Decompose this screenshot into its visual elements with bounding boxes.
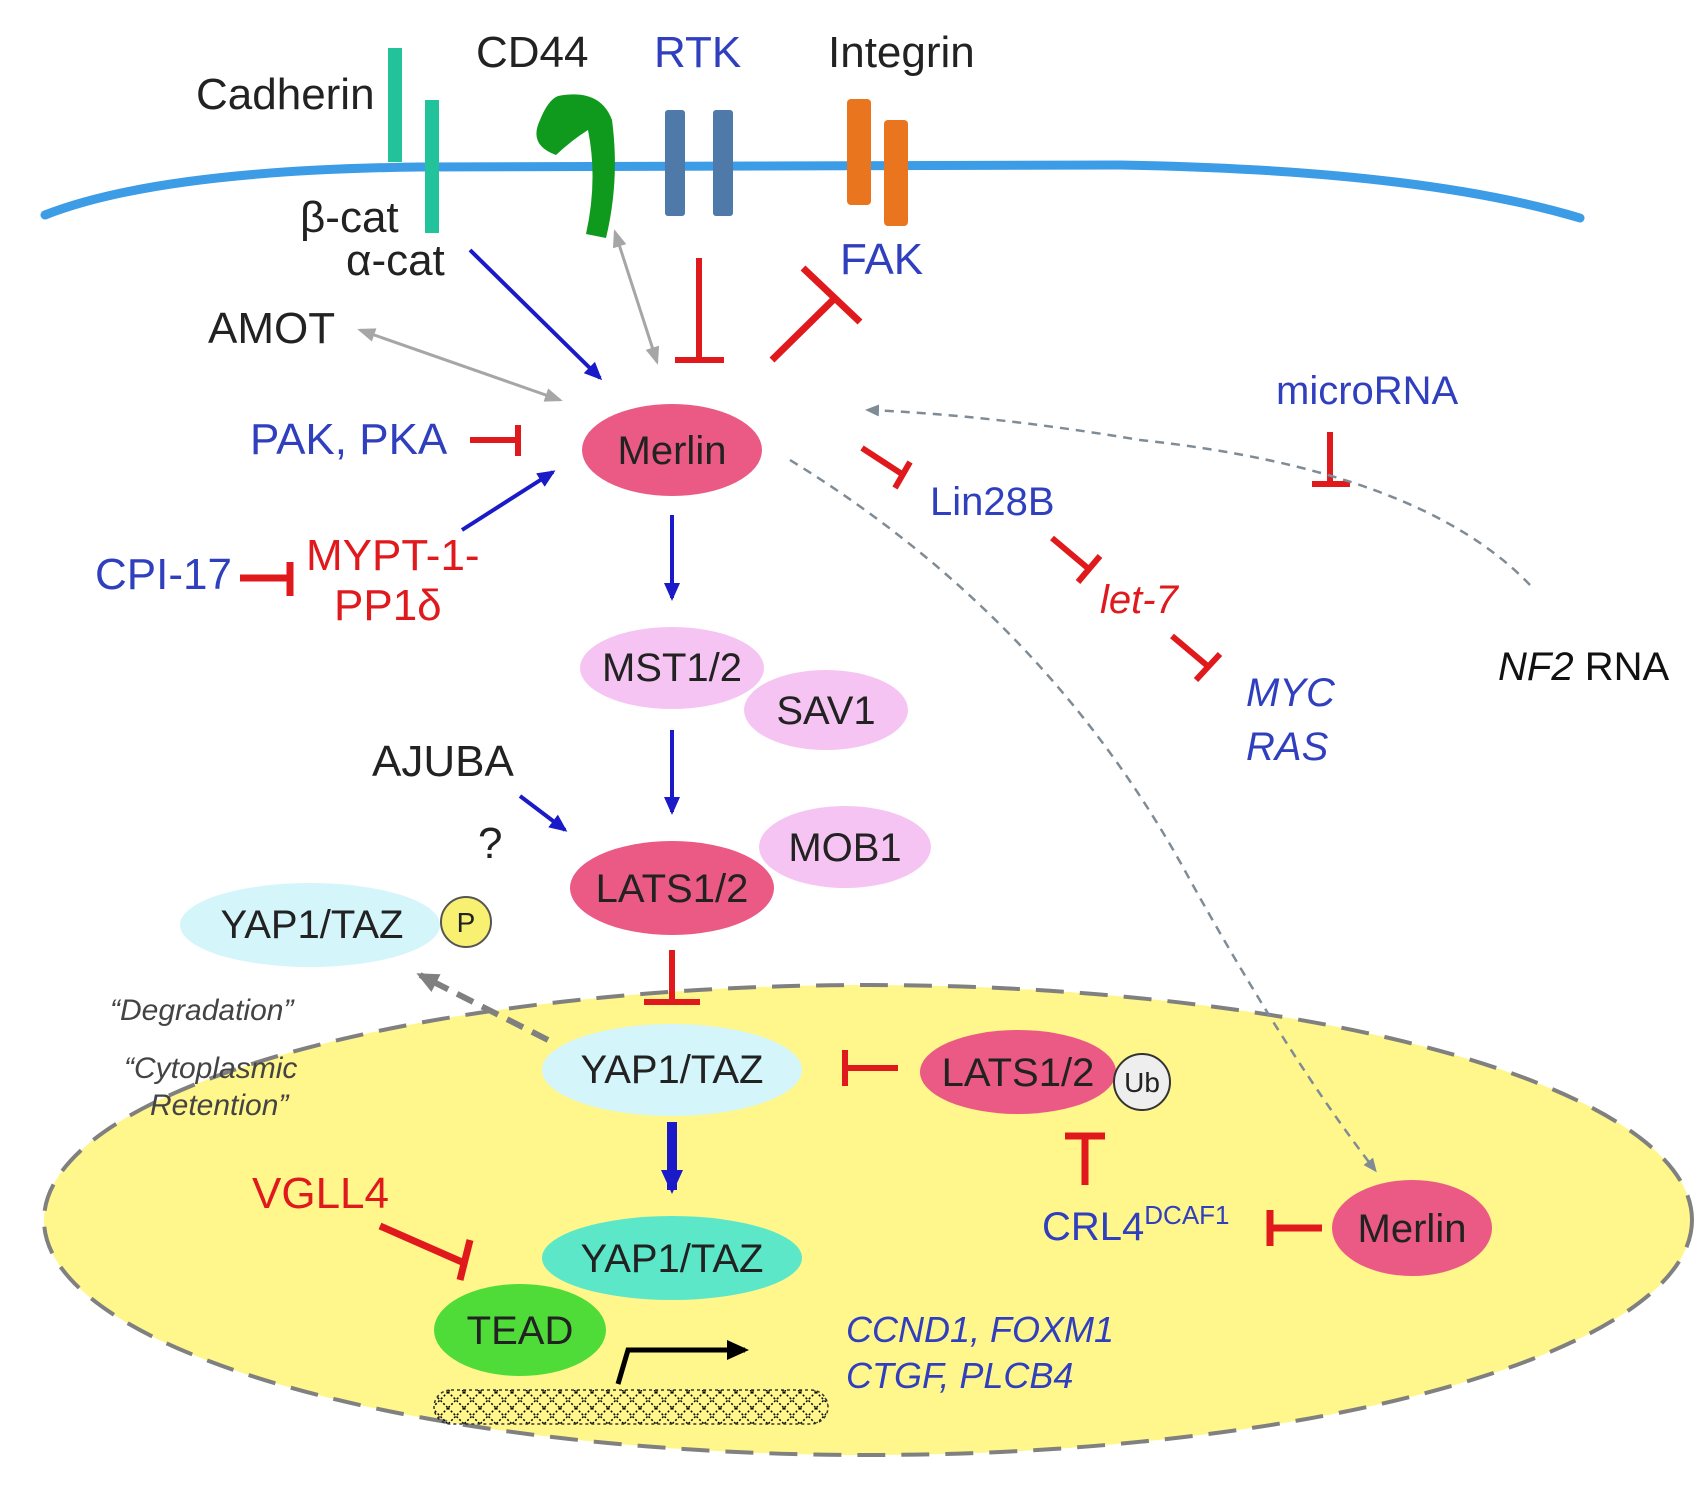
- sav1-label: SAV1: [776, 689, 875, 733]
- cyto-retention-note-2: Retention”: [150, 1089, 290, 1122]
- mst12-label: MST1/2: [602, 646, 742, 690]
- dna-strand: [433, 1389, 829, 1425]
- yap-cyto-node: [542, 1024, 802, 1116]
- mypt-label-line2: PP1δ: [334, 581, 442, 630]
- phospho-badge: [440, 896, 492, 948]
- dashed-yap-degradation: [416, 972, 550, 1043]
- merlin-nuc-label: Merlin: [1358, 1207, 1467, 1251]
- inhibit-merlin-crl4: [1266, 1210, 1322, 1246]
- inhibit-latsub-yap: [842, 1050, 898, 1086]
- mypt-label-line1: MYPT-1-: [306, 531, 480, 580]
- amot-label: AMOT: [208, 304, 335, 353]
- target-genes-line2: CTGF, PLCB4: [846, 1355, 1073, 1396]
- myc-label: MYC: [1246, 671, 1336, 715]
- fak-label: FAK: [840, 235, 923, 284]
- arrow-ajuba-to-lats: [518, 794, 568, 832]
- arrow-mypt-to-merlin: [460, 470, 556, 532]
- yap-nuclear-node: [542, 1216, 802, 1300]
- ubiquitin-label: Ub: [1124, 1067, 1160, 1098]
- inhibit-merlin-fak: [769, 265, 863, 363]
- cell-membrane: [40, 160, 1585, 223]
- cyto-retention-note-1: “Cytoplasmic: [124, 1052, 297, 1085]
- mob1-label: MOB1: [788, 826, 901, 870]
- tead-label: TEAD: [467, 1309, 574, 1353]
- question-mark: ?: [478, 819, 502, 868]
- rtk-receptor: [665, 110, 733, 216]
- yap-p-node: [180, 883, 440, 967]
- arrow-amot-merlin: [357, 328, 563, 402]
- inhibit-lin28b-let7: [1050, 535, 1103, 584]
- integrin-label: Integrin: [828, 28, 975, 77]
- nf2-rna-label: NF2 RNA: [1498, 645, 1669, 689]
- cadherin-label: Cadherin: [196, 70, 375, 119]
- inhibit-pak-merlin: [470, 425, 521, 456]
- inhibit-lats-yap: [644, 950, 700, 1005]
- lats-ub-node: [920, 1030, 1116, 1114]
- vgll4-label: VGLL4: [252, 1169, 389, 1218]
- merlin-label: Merlin: [618, 429, 727, 473]
- beta-cat-label: β-cat: [300, 193, 399, 242]
- let7-label: let-7: [1100, 578, 1180, 622]
- mob1-node: [759, 806, 931, 888]
- microrna-label: microRNA: [1276, 369, 1459, 413]
- lats12-label: LATS1/2: [596, 867, 749, 911]
- sav1-node: [744, 670, 908, 750]
- merlin-nuc-node: [1332, 1180, 1492, 1276]
- merlin-node: [582, 404, 762, 496]
- cpi17-label: CPI-17: [95, 550, 232, 599]
- transcription-arrow: [615, 1340, 749, 1385]
- inhibit-merlin-lin28b: [860, 445, 913, 490]
- rtk-label: RTK: [654, 28, 741, 77]
- lats-ub-label: LATS1/2: [942, 1051, 1095, 1095]
- inhibit-crl4-lats: [1065, 1132, 1105, 1185]
- integrin-receptor: [847, 99, 908, 226]
- phospho-label: P: [457, 907, 476, 938]
- inhibit-let7-myc: [1170, 633, 1223, 683]
- arrow-cd44-merlin: [612, 229, 660, 365]
- inhibit-cpi17-mypt: [240, 562, 294, 596]
- alpha-cat-label: α-cat: [346, 236, 445, 285]
- ubiquitin-badge: [1113, 1053, 1171, 1111]
- ajuba-label: AJUBA: [372, 737, 514, 786]
- degradation-note: “Degradation”: [110, 994, 295, 1027]
- mst12-node: [580, 627, 764, 709]
- lats12-node: [570, 841, 774, 935]
- inhibit-rtk-merlin: [675, 258, 724, 363]
- arrow-catenin-to-merlin: [468, 248, 603, 381]
- cadherin-receptor: [388, 48, 439, 233]
- lin28b-label: Lin28B: [930, 480, 1055, 524]
- target-genes-line1: CCND1, FOXM1: [846, 1309, 1114, 1350]
- yap-p-label: YAP1/TAZ: [220, 903, 403, 947]
- tead-node: [434, 1284, 606, 1376]
- cd44-receptor: [536, 94, 615, 239]
- yap-cyto-label: YAP1/TAZ: [580, 1048, 763, 1092]
- inhibit-vgll4-tead: [378, 1222, 474, 1281]
- dashed-merlin-to-nucleus: [789, 458, 1377, 1173]
- pak-pka-label: PAK, PKA: [250, 415, 448, 464]
- crl4-label: CRL4DCAF1: [1042, 1200, 1230, 1249]
- ras-label: RAS: [1246, 725, 1329, 769]
- dashed-nf2rna-to-merlin: [865, 404, 1531, 586]
- cd44-label: CD44: [476, 28, 589, 77]
- yap-nuclear-label: YAP1/TAZ: [580, 1237, 763, 1281]
